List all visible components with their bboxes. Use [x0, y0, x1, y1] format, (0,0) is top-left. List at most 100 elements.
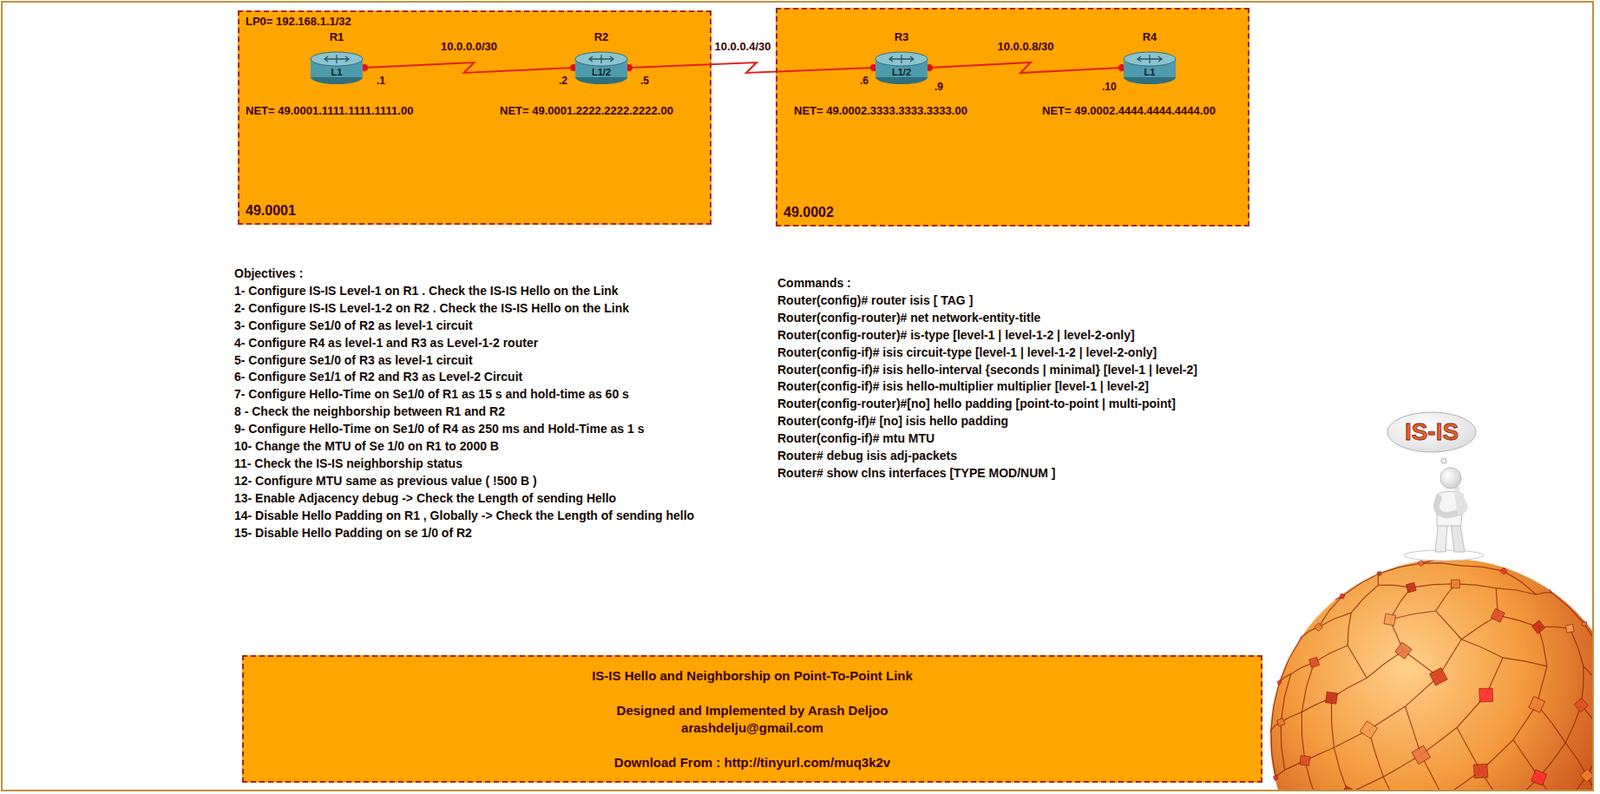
subnet-label: 10.0.0.8/30 — [995, 39, 1056, 54]
router-icon: L1/2 — [873, 50, 930, 86]
globe-tile — [1273, 774, 1279, 781]
command-line: Router(config-if)# isis circuit-type [le… — [777, 345, 1157, 360]
globe-mesh — [1379, 563, 1422, 574]
globe-tile — [1325, 691, 1338, 704]
globe-mesh — [1331, 697, 1335, 748]
globe-mesh — [1497, 615, 1539, 627]
router-arrows — [1137, 54, 1162, 64]
globe-mesh — [1565, 704, 1581, 742]
globe-mesh — [1461, 639, 1503, 658]
command-line: Router(confg-if)# [no] isis hello paddin… — [777, 413, 1009, 428]
globe-mesh — [1318, 596, 1343, 628]
globe-tile — [1528, 696, 1546, 714]
net-address: NET= 49.0002.3333.3333.3333.00 — [793, 104, 968, 119]
globe-mesh — [1280, 721, 1285, 770]
globe-sphere — [1270, 558, 1593, 790]
globe-tile — [1490, 608, 1505, 623]
globe-tile — [1299, 755, 1311, 767]
objective-line: 13- Enable Adjacency debug -> Check the … — [234, 491, 617, 505]
globe-tile — [1411, 745, 1431, 765]
router-level: L1 — [308, 63, 365, 81]
globe-mesh — [1421, 563, 1463, 566]
globe-tile — [1417, 560, 1424, 567]
globe-tile — [1479, 688, 1494, 702]
serial-link — [364, 62, 574, 73]
globe-mesh — [1271, 729, 1276, 778]
globe-mesh — [1383, 776, 1405, 790]
globe-mesh — [1584, 623, 1593, 661]
globe-tile — [1531, 769, 1548, 786]
objective-line: 3- Configure Se1/0 of R2 as level-1 circ… — [234, 318, 473, 333]
globe-tile — [1383, 613, 1397, 626]
router-name: R3 — [873, 30, 930, 45]
router-node: R3L1/2 — [873, 30, 930, 86]
globe-tile — [1565, 623, 1574, 633]
net-address: NET= 49.0001.2222.2222.2222.00 — [499, 104, 674, 119]
globe-mesh — [1280, 674, 1292, 723]
router-node: R4L1 — [1121, 30, 1178, 86]
globe-mesh — [1410, 583, 1456, 588]
subnet-label: 10.0.0.4/30 — [712, 39, 773, 54]
objective-line: 15- Disable Hello Padding on se 1/0 of R… — [234, 525, 473, 540]
objective-line: 1- Configure IS-IS Level-1 on R1 . Check… — [234, 283, 619, 298]
router-icon: L1/2 — [573, 50, 630, 86]
globe-tile — [1531, 620, 1545, 634]
globe-mesh — [1347, 612, 1351, 646]
list-heading: Objectives : — [234, 266, 303, 281]
router-level: L1/2 — [573, 63, 630, 81]
router-node: R2L1/2 — [573, 30, 630, 86]
globe-mesh — [1455, 583, 1496, 589]
objective-line: 2- Configure IS-IS Level-1-2 on R2 . Che… — [234, 301, 630, 315]
subnet-label: 10.0.0.0/30 — [439, 39, 499, 54]
globe-mesh — [1301, 662, 1314, 712]
interface-address: .9 — [934, 79, 944, 94]
globe-tile — [1277, 718, 1286, 727]
router-name: R2 — [573, 30, 630, 45]
globe-mesh — [1536, 592, 1553, 595]
objective-line: 9- Configure Hello-Time on Se1/0 of R4 a… — [234, 421, 645, 436]
bubble-outline — [1387, 412, 1476, 453]
router-level: L1 — [1121, 63, 1178, 81]
globe-tile — [1580, 768, 1593, 782]
command-line: Router(config-router)# is-type [level-1 … — [777, 327, 1135, 342]
command-line: Router(config-router)#[no] hello padding… — [777, 396, 1176, 411]
globe-tile — [1581, 621, 1587, 627]
globe-mesh — [1390, 610, 1437, 620]
objective-line: 10- Change the MTU of Se 1/0 on R1 to 20… — [234, 439, 499, 453]
globe-mesh — [1280, 712, 1302, 723]
globe-tile — [1573, 697, 1588, 712]
globe-mesh — [1366, 650, 1404, 679]
globe-mesh — [1538, 627, 1548, 667]
interface-address: .5 — [640, 73, 650, 88]
area-fill — [237, 10, 712, 225]
figure-head — [1440, 467, 1462, 489]
router-top — [310, 52, 363, 66]
globe-mesh — [1548, 589, 1552, 593]
net-address: NET= 49.0001.1111.1111.1111.00 — [245, 104, 414, 119]
area-id: 49.0002 — [783, 204, 834, 221]
globe-tile — [1429, 667, 1449, 686]
command-line: Router# debug isis adj-packets — [777, 448, 958, 463]
serial-link — [929, 62, 1122, 73]
globe-mesh — [1569, 628, 1584, 667]
globe-mesh — [1405, 706, 1422, 755]
objective-line: 6- Configure Se1/1 of R2 and R3 as Level… — [234, 369, 523, 384]
globe-mesh — [1503, 570, 1537, 595]
serial-link — [629, 62, 874, 73]
thought-dot — [1441, 458, 1447, 464]
router-arrows — [324, 54, 349, 64]
interface-address: .6 — [859, 73, 869, 88]
credit-line: IS-IS Hello and Neighborship on Point-To… — [243, 668, 1261, 684]
command-line: Router(config-if)# mtu MTU — [777, 431, 935, 446]
globe-tile — [1309, 656, 1320, 668]
globe-illustration — [1270, 558, 1593, 790]
bubble-title: IS-IS — [1386, 411, 1477, 453]
globe-tile — [1340, 786, 1357, 790]
panel-node: IS-IS Hello and Neighborship on Point-To… — [242, 655, 1263, 783]
credit-line: arashdelju@gmail.com — [243, 720, 1261, 736]
net-address: NET= 49.0002.4444.4444.4444.00 — [1042, 104, 1216, 119]
globe-mesh — [1301, 712, 1305, 761]
interface-address: .1 — [376, 73, 386, 88]
router-node: R1L1 — [308, 30, 365, 86]
